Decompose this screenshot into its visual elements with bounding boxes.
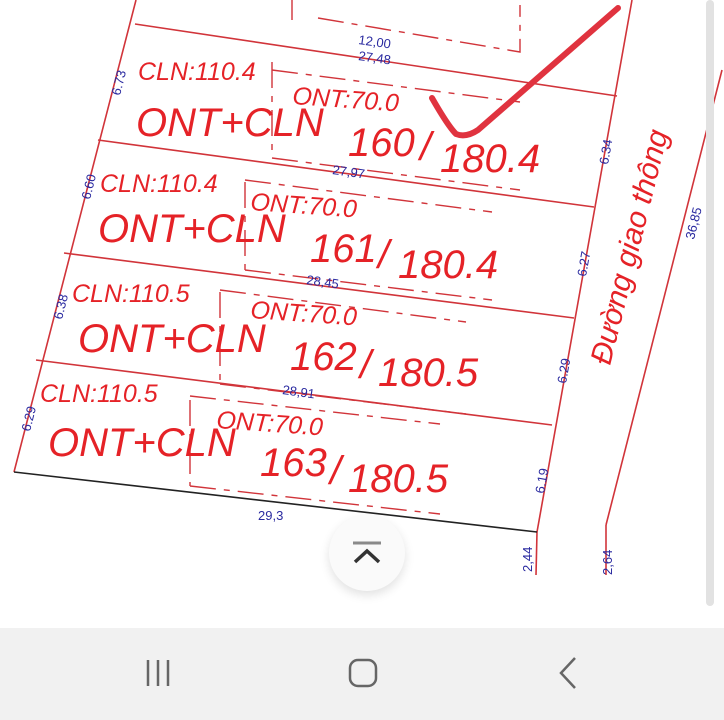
- vertical-scrollbar[interactable]: [706, 0, 714, 606]
- home-icon: [348, 658, 378, 688]
- plot-number: 160: [348, 121, 415, 165]
- plot-slash: /: [327, 449, 345, 493]
- plot-cln: CLN:110.4: [138, 58, 256, 86]
- dim-left: 6.38: [50, 293, 71, 321]
- plot-use: ONT+CLN: [48, 421, 236, 465]
- plot-number: 162: [290, 335, 357, 379]
- plot-area: 180.5: [348, 457, 449, 501]
- dim-left: 6.60: [78, 173, 99, 201]
- cadastral-map: 12,00 27,48 CLN:110.4 ONT:70.0 ONT+CLN 1…: [13, 0, 723, 576]
- recent-apps-button[interactable]: [128, 648, 188, 698]
- dim-bottom: 29,3: [258, 508, 283, 523]
- plot-cln: CLN:110.4: [100, 170, 218, 198]
- dim-right: 6.19: [532, 467, 551, 495]
- android-navigation-bar: [0, 628, 724, 720]
- dim-top-edge: 27,48: [358, 48, 392, 67]
- dim-bottom: 28,45: [306, 272, 340, 291]
- plot-162[interactable]: CLN:110.5 ONT:70.0 ONT+CLN 162 / 180.5 6…: [50, 280, 573, 402]
- plot-slash: /: [357, 343, 375, 387]
- plot-slash: /: [375, 233, 393, 277]
- plot-use: ONT+CLN: [78, 317, 266, 361]
- check-mark-icon: [429, 5, 621, 139]
- plot-area: 180.5: [378, 351, 479, 395]
- plot-use: ONT+CLN: [98, 207, 286, 251]
- plot-161[interactable]: CLN:110.4 ONT:70.0 ONT+CLN 161 / 180.4 6…: [78, 170, 593, 292]
- scroll-to-top-button[interactable]: [329, 515, 405, 591]
- plot-area: 180.4: [398, 243, 498, 287]
- recent-apps-icon: [146, 660, 170, 686]
- back-icon: [559, 657, 576, 689]
- dim-left: 6.73: [108, 69, 129, 97]
- dim-right: 6.34: [596, 138, 615, 166]
- ont-dashed-areas: [189, 0, 521, 515]
- chevron-up-bar-icon: [353, 541, 381, 564]
- plot-area: 180.4: [440, 137, 540, 181]
- dim-setback: 12,00: [358, 32, 392, 51]
- plot-163[interactable]: CLN:110.5 ONT:70.0 ONT+CLN 163 / 180.5 6…: [18, 380, 551, 523]
- home-button[interactable]: [333, 648, 393, 698]
- dim-bottom: 28,91: [282, 382, 316, 401]
- plot-slash: /: [417, 125, 435, 169]
- dim-right: 6.29: [554, 357, 573, 385]
- image-viewer[interactable]: 12,00 27,48 CLN:110.4 ONT:70.0 ONT+CLN 1…: [0, 0, 724, 628]
- plot-number: 161: [310, 227, 377, 271]
- plot-ont: ONT:70.0: [250, 296, 358, 331]
- road-width-right: 2,64: [600, 550, 615, 575]
- plot-cln: CLN:110.5: [72, 280, 190, 308]
- plot-use: ONT+CLN: [136, 101, 324, 145]
- plot-number: 163: [260, 441, 327, 485]
- back-button[interactable]: [538, 648, 598, 698]
- dim-left: 6.29: [18, 405, 39, 433]
- plot-boundaries: [13, 0, 723, 576]
- bottom-boundary: [13, 471, 538, 533]
- road-width-left: 2,44: [520, 547, 535, 572]
- dim-bottom: 27,97: [332, 162, 366, 181]
- plot-cln: CLN:110.5: [40, 380, 158, 408]
- plot-160[interactable]: CLN:110.4 ONT:70.0 ONT+CLN 160 / 180.4 6…: [108, 58, 615, 182]
- dim-right: 6.27: [574, 250, 593, 278]
